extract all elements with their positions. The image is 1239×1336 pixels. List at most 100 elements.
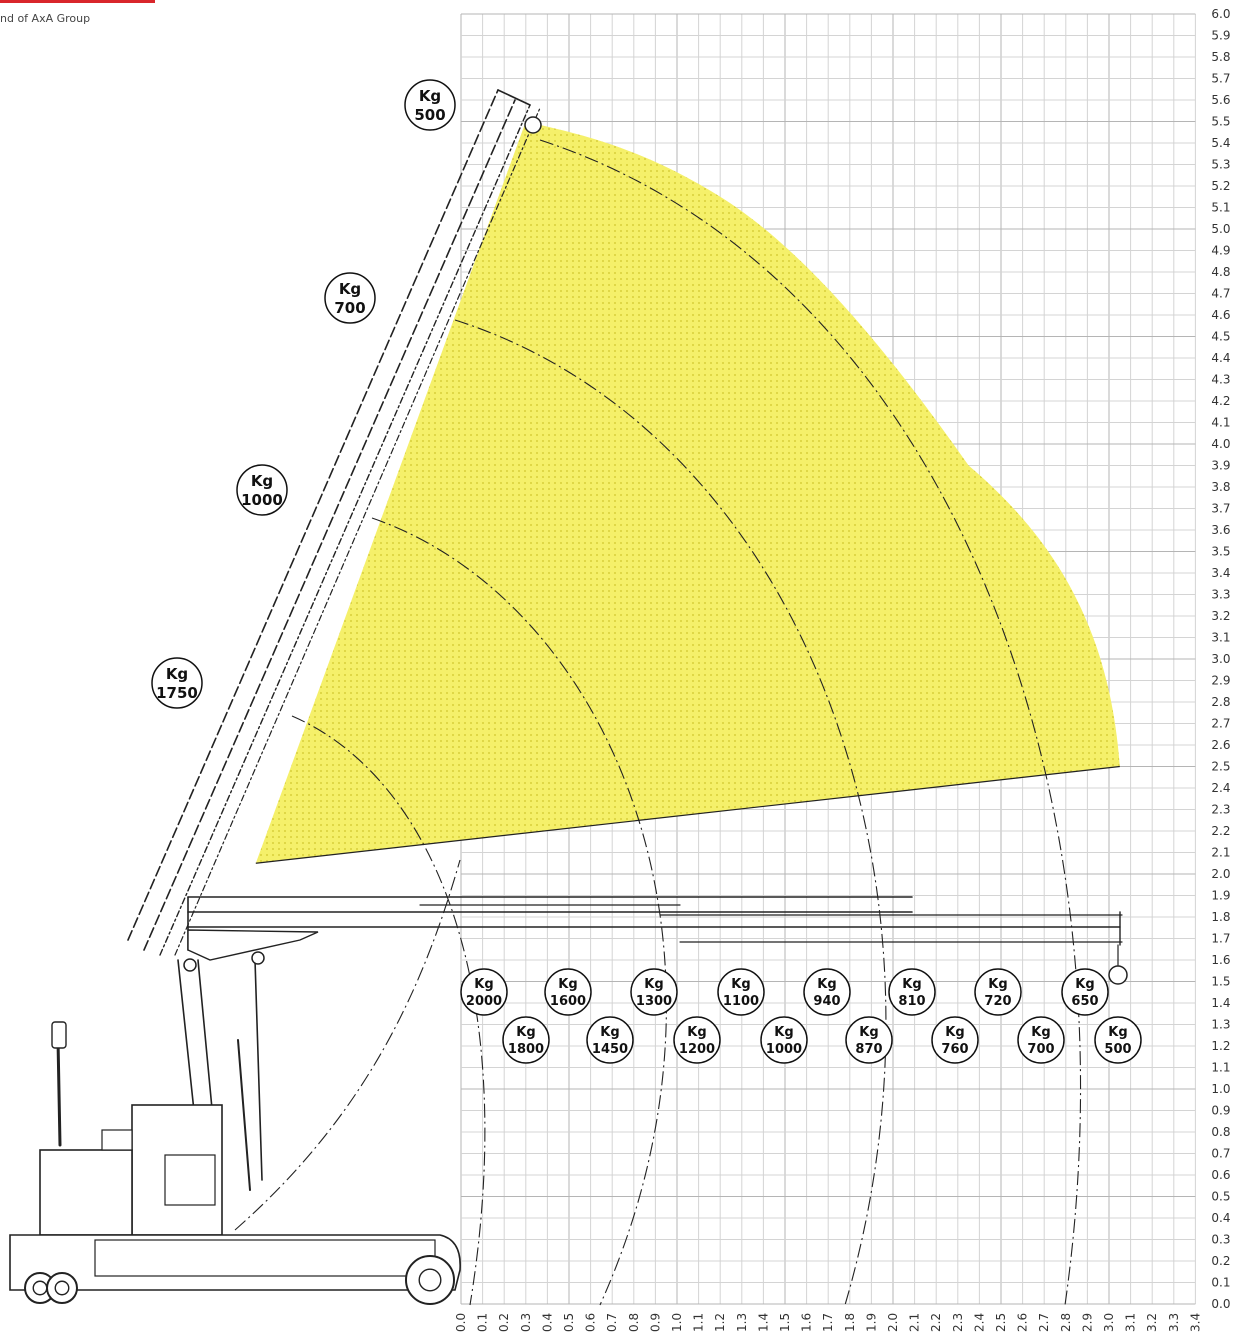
badge-value: 1100 — [723, 994, 759, 1009]
y-tick-label: 3.5 — [1211, 545, 1230, 559]
y-tick-label: 0.7 — [1211, 1147, 1230, 1161]
badge-circle — [236, 464, 288, 516]
badge-circle — [845, 1016, 893, 1064]
badge-unit: Kg — [1108, 1025, 1127, 1040]
y-tick-label: 2.2 — [1211, 824, 1230, 838]
badge-unit: Kg — [988, 977, 1007, 992]
pivot-pin — [251, 951, 265, 965]
x-tick-label: 1.8 — [843, 1313, 857, 1332]
y-tick-label: 3.0 — [1211, 652, 1230, 666]
badge-circle — [673, 1016, 721, 1064]
y-tick-label: 3.4 — [1211, 566, 1230, 580]
badge-circle — [1061, 968, 1109, 1016]
horizontal-boom-capacity-badge: Kg 500 — [1094, 1016, 1142, 1064]
x-tick-label: 3.3 — [1167, 1313, 1181, 1332]
raised-boom-stage — [159, 104, 531, 956]
badge-value: 1800 — [508, 1042, 544, 1057]
y-tick-label: 1.0 — [1211, 1082, 1230, 1096]
badge-value: 940 — [813, 994, 840, 1009]
crane-drawing — [9, 89, 1128, 1305]
x-tick-label: 0.9 — [648, 1313, 662, 1332]
x-tick-label: 0.5 — [562, 1313, 576, 1332]
radius-arc — [291, 715, 486, 1306]
radius-arcs — [234, 139, 1081, 1306]
badge-unit: Kg — [251, 472, 273, 490]
badge-value: 500 — [1104, 1042, 1131, 1057]
badge-circle — [931, 1016, 979, 1064]
badge-value: 760 — [941, 1042, 968, 1057]
y-tick-label: 5.7 — [1211, 72, 1230, 86]
y-tick-label: 3.7 — [1211, 502, 1230, 516]
raised-boom-edge — [127, 89, 499, 941]
badge-value: 1200 — [679, 1042, 715, 1057]
badge-circle — [404, 79, 456, 131]
brand-header: nd of AxA Group — [0, 0, 170, 30]
badge-unit: Kg — [474, 977, 493, 992]
y-tick-label: 0.0 — [1211, 1297, 1230, 1311]
x-tick-label: 0.4 — [540, 1313, 554, 1332]
y-tick-label: 0.1 — [1211, 1276, 1230, 1290]
y-tick-label: 1.5 — [1211, 975, 1230, 989]
y-tick-label: 5.8 — [1211, 50, 1230, 64]
y-tick-label: 0.2 — [1211, 1254, 1230, 1268]
pivot-pin — [183, 958, 197, 972]
y-tick-label: 5.0 — [1211, 222, 1230, 236]
badge-circle — [974, 968, 1022, 1016]
y-tick-label: 5.5 — [1211, 115, 1230, 129]
badge-value: 1750 — [156, 684, 198, 702]
badge-value: 870 — [855, 1042, 882, 1057]
badge-value: 720 — [984, 994, 1011, 1009]
y-tick-label: 4.7 — [1211, 287, 1230, 301]
y-tick-label: 3.2 — [1211, 609, 1230, 623]
radius-arc — [371, 517, 667, 1306]
y-tick-label: 2.6 — [1211, 738, 1230, 752]
lift-cylinder — [237, 1039, 251, 1191]
y-tick-label: 0.9 — [1211, 1104, 1230, 1118]
y-tick-label: 3.3 — [1211, 588, 1230, 602]
horizontal-hook — [1108, 965, 1128, 985]
y-tick-label: 0.4 — [1211, 1211, 1230, 1225]
y-tick-label: 0.3 — [1211, 1233, 1230, 1247]
y-tick-label: 3.6 — [1211, 523, 1230, 537]
y-tick-label: 4.0 — [1211, 437, 1230, 451]
badge-value: 700 — [1027, 1042, 1054, 1057]
y-tick-label: 2.5 — [1211, 760, 1230, 774]
mast-leg — [177, 959, 197, 1131]
raised-boom-stage — [174, 107, 541, 956]
y-tick-label: 5.4 — [1211, 136, 1230, 150]
horizontal-boom-capacity-badge: Kg 1200 — [673, 1016, 721, 1064]
badge-unit: Kg — [687, 1025, 706, 1040]
x-tick-label: 0.1 — [476, 1313, 490, 1332]
y-tick-label: 5.2 — [1211, 179, 1230, 193]
radius-arc — [234, 859, 461, 1231]
badge-circle — [586, 1016, 634, 1064]
y-tick-label: 1.4 — [1211, 996, 1230, 1010]
wheel-hub — [418, 1268, 442, 1292]
x-tick-label: 1.0 — [670, 1313, 684, 1332]
x-tick-label: 0.3 — [519, 1313, 533, 1332]
y-tick-label: 5.1 — [1211, 201, 1230, 215]
y-tick-label: 1.9 — [1211, 889, 1230, 903]
working-envelope — [255, 121, 1120, 864]
tiller-handle — [56, 1038, 62, 1147]
x-tick-label: 2.9 — [1080, 1313, 1094, 1332]
x-tick-label: 0.7 — [605, 1313, 619, 1332]
y-tick-label: 4.4 — [1211, 351, 1230, 365]
badge-value: 500 — [414, 106, 445, 124]
badge-value: 1450 — [592, 1042, 628, 1057]
badge-circle — [760, 1016, 808, 1064]
x-tick-label: 0.0 — [454, 1313, 468, 1332]
y-tick-label: 6.0 — [1211, 7, 1230, 21]
